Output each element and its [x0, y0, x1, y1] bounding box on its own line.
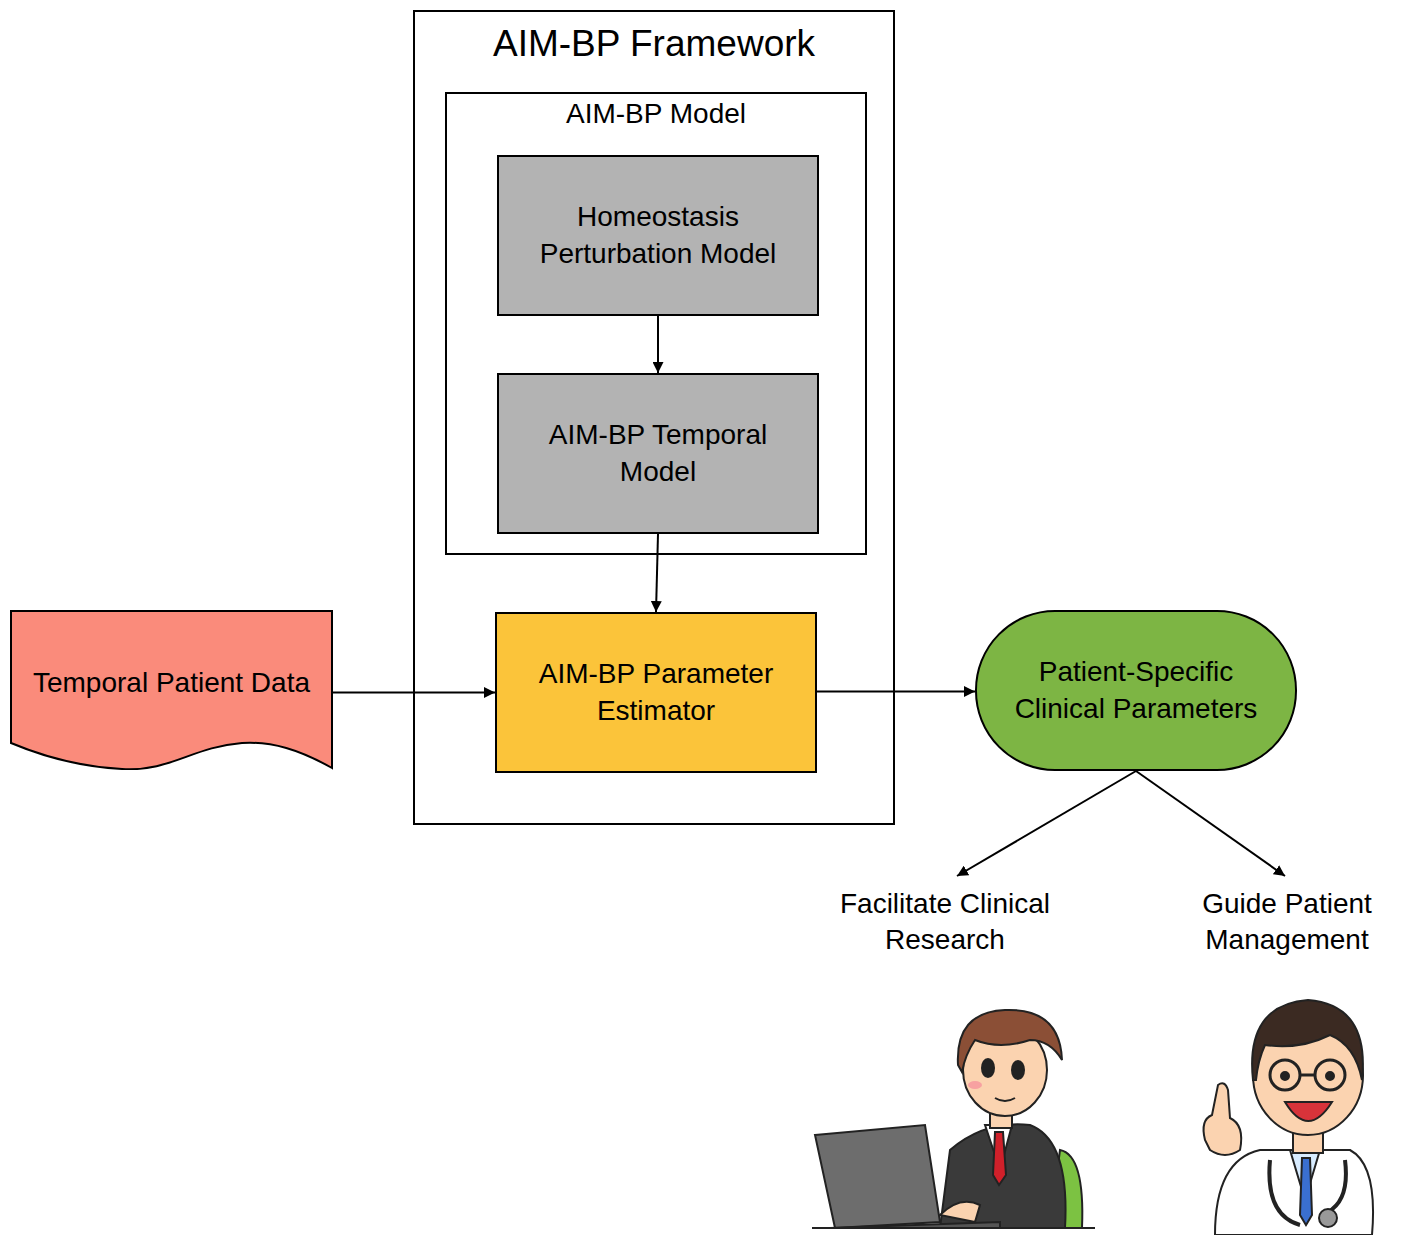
group-title: AIM-BP Framework	[493, 20, 815, 68]
framework-box: AIM-BP FrameworkAIM-BP ModelHomeostasis …	[413, 10, 895, 825]
arrow-connector	[1136, 771, 1285, 876]
node-label: Homeostasis Perturbation Model	[513, 199, 803, 272]
arrow-connector	[817, 691, 975, 693]
doctor-illustration	[1204, 1000, 1374, 1235]
node-label: Facilitate Clinical Research	[829, 886, 1061, 959]
node-label: Guide Patient Management	[1194, 886, 1380, 959]
process-box: AIM-BP Temporal Model	[497, 373, 819, 534]
node-label: Patient-Specific Clinical Parameters	[991, 654, 1281, 727]
arrow-connector	[657, 316, 659, 373]
node-label: AIM-BP Temporal Model	[513, 417, 803, 490]
outcome-label: Facilitate Clinical Research	[815, 880, 1075, 964]
group-title: AIM-BP Model	[566, 96, 746, 132]
outcome-label: Guide Patient Management	[1180, 880, 1394, 964]
output-terminal: Patient-Specific Clinical Parameters	[975, 610, 1297, 771]
researcher-illustration	[812, 1010, 1095, 1228]
process-box: Homeostasis Perturbation Model	[497, 155, 819, 316]
arrow-connector	[656, 534, 658, 612]
node-label: Temporal Patient Data	[33, 665, 310, 701]
model-box: AIM-BP ModelHomeostasis Perturbation Mod…	[445, 92, 867, 555]
document-outline	[11, 611, 332, 769]
process-box: AIM-BP Parameter Estimator	[495, 612, 817, 773]
node-label: AIM-BP Parameter Estimator	[511, 656, 801, 729]
arrow-connector	[957, 771, 1136, 876]
data-document: Temporal Patient Data	[10, 610, 333, 770]
